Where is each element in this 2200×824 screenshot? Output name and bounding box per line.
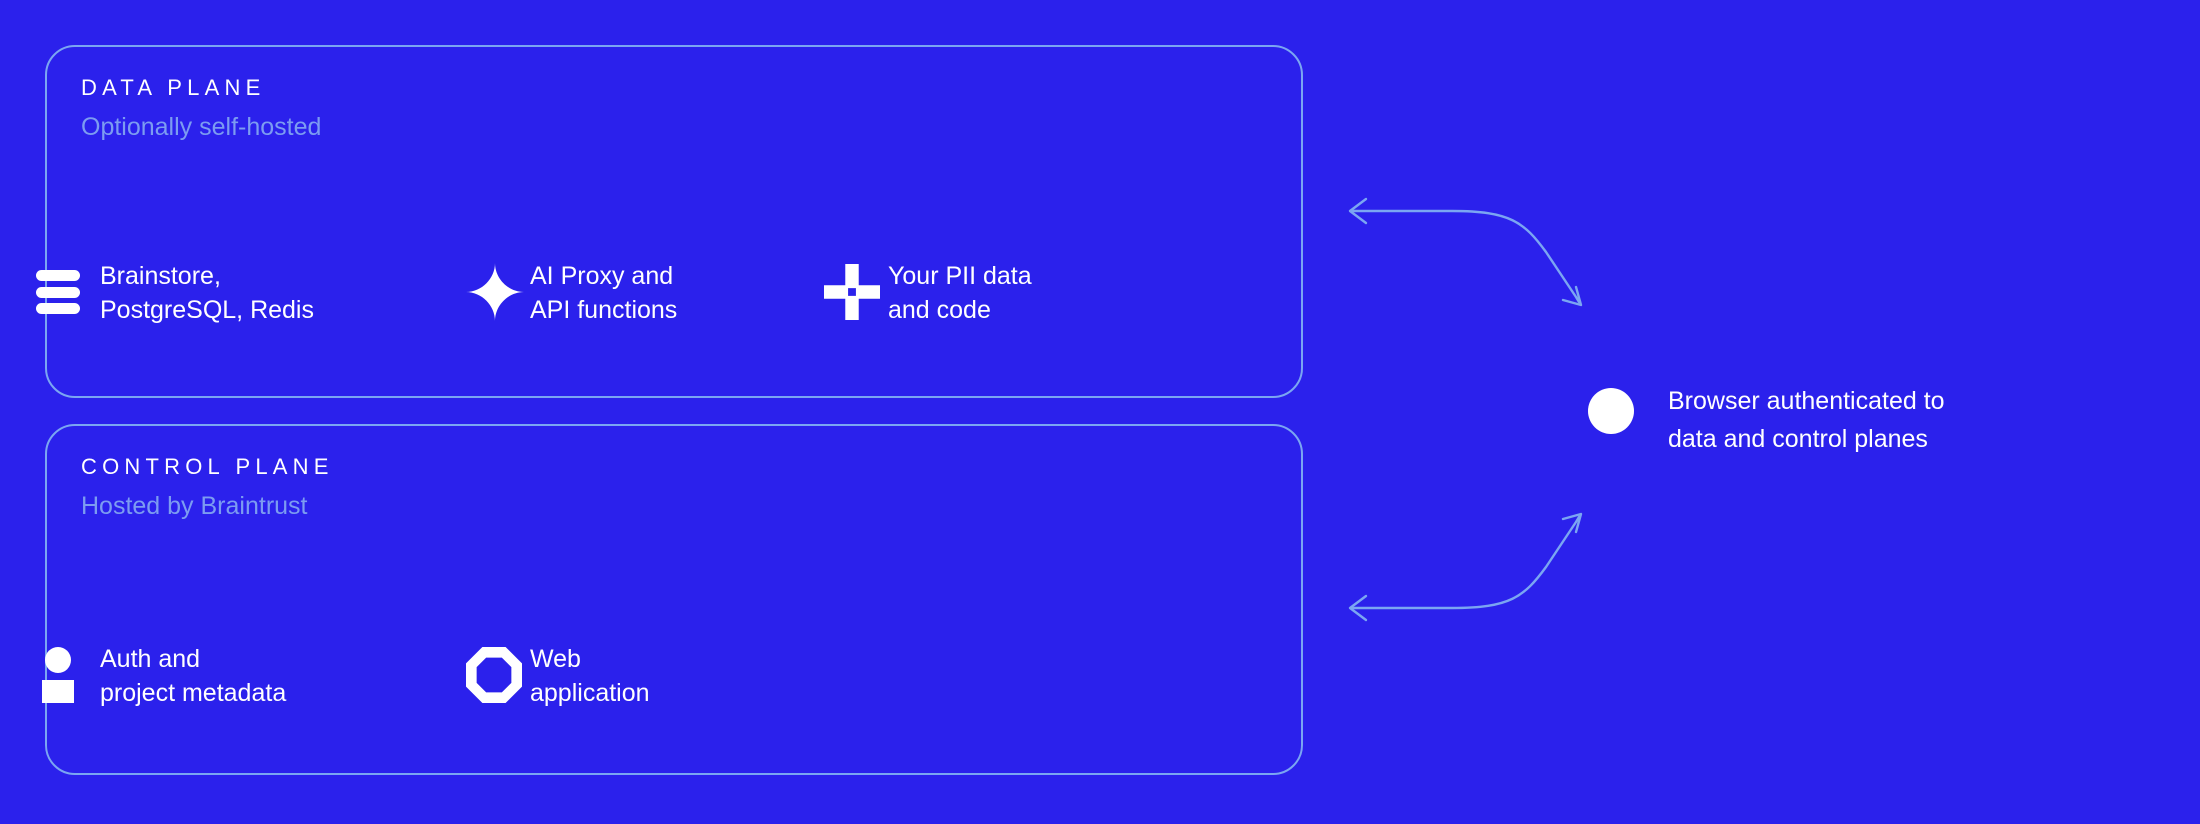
- data-plane-subtitle: Optionally self-hosted: [81, 113, 322, 142]
- control-plane-header: CONTROL PLANE Hosted by Braintrust: [81, 454, 334, 523]
- plus-icon: [824, 255, 888, 329]
- person-icon: [36, 638, 100, 712]
- data-plane-title: DATA PLANE: [81, 75, 266, 100]
- control-plane-connector: [1348, 512, 1583, 622]
- data-plane-connector: [1348, 197, 1583, 307]
- feature-auth-label: Auth and project metadata: [100, 645, 287, 707]
- control-plane-subtitle: Hosted by Braintrust: [81, 492, 308, 521]
- sparkle-icon: [466, 255, 530, 329]
- feature-auth: Auth and project metadata: [36, 638, 466, 712]
- feature-ai-proxy-label: AI Proxy and API functions: [530, 262, 678, 324]
- browser-node: Browser authenticated to data and contro…: [1588, 382, 1945, 458]
- data-plane-feature-list: Brainstore, PostgreSQL, Redis AI Proxy a…: [36, 255, 1154, 329]
- control-plane-title: CONTROL PLANE: [81, 454, 334, 479]
- feature-ai-proxy: AI Proxy and API functions: [466, 255, 824, 329]
- feature-web-application-label: Web application: [530, 645, 650, 707]
- data-plane-header: DATA PLANE Optionally self-hosted: [81, 75, 321, 144]
- feature-pii-data-label: Your PII data and code: [888, 262, 1032, 324]
- control-plane-card: CONTROL PLANE Hosted by Braintrust: [45, 424, 1303, 775]
- feature-brainstore: Brainstore, PostgreSQL, Redis: [36, 255, 466, 329]
- circle-node-icon: [1588, 382, 1668, 434]
- feature-web-application: Web application: [466, 638, 796, 712]
- database-stack-icon: [36, 255, 100, 329]
- browser-node-label: Browser authenticated to data and contro…: [1668, 387, 1945, 453]
- control-plane-feature-list: Auth and project metadata Web applicatio…: [36, 638, 796, 712]
- feature-brainstore-label: Brainstore, PostgreSQL, Redis: [100, 262, 314, 324]
- data-plane-card: DATA PLANE Optionally self-hosted: [45, 45, 1303, 398]
- feature-pii-data: Your PII data and code: [824, 255, 1154, 329]
- octagon-icon: [466, 638, 530, 712]
